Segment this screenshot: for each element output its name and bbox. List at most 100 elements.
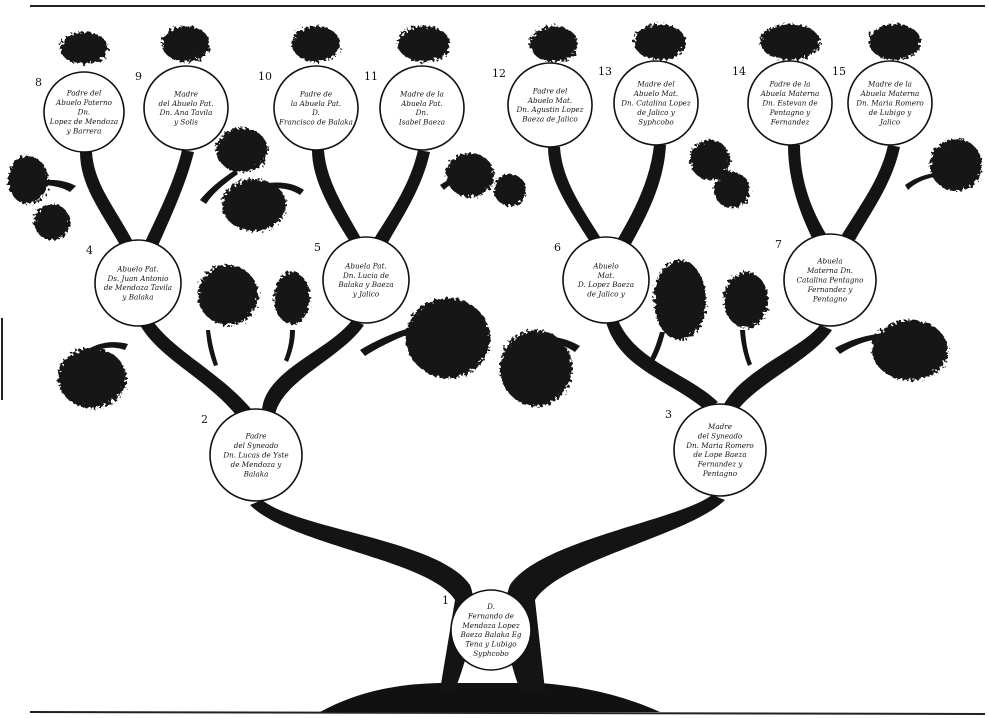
node-text-line: Dn. Ana Tavila <box>159 108 213 117</box>
node-circle <box>847 60 933 146</box>
node-text-line: del Syneado <box>698 431 743 440</box>
node-text-line: Abuela Pat. <box>344 261 387 270</box>
node-number: 4 <box>86 244 93 257</box>
node-text-line: Abuelo Mat. <box>633 89 678 98</box>
node-text-line: Abuela Materna <box>760 89 820 98</box>
page-border-lines <box>1 5 986 715</box>
branch-14 <box>840 145 900 242</box>
branch-20 <box>360 325 421 356</box>
branch-4 <box>262 320 364 415</box>
foliage-tuft-5 <box>530 26 578 62</box>
node-text-line: D. <box>311 108 320 117</box>
foliage-tuft-15 <box>690 140 730 180</box>
node-circle <box>322 236 410 324</box>
node-text-line: de Mendoza y <box>231 460 283 469</box>
branch-3 <box>140 320 252 420</box>
node-text-line: Padre del <box>532 86 568 95</box>
foliage-tuft-8 <box>869 24 921 60</box>
node-number: 8 <box>35 76 42 89</box>
node-text-line: Madre <box>707 422 732 431</box>
node-text-line: Fernandez <box>770 117 810 126</box>
node-text-line: Ds. Juan Antonio <box>106 274 169 283</box>
node-text-line: Abuelo <box>592 261 619 270</box>
node-number: 10 <box>258 70 272 83</box>
node-text-line: Madre <box>173 89 198 98</box>
node-text-line: Dn. Maria Romero <box>855 99 924 108</box>
node-number: 14 <box>732 65 746 78</box>
node-text-line: de Jalico y <box>637 108 676 117</box>
node-circle <box>673 403 767 497</box>
node-circle <box>273 65 359 151</box>
foliage-tuft-18 <box>198 265 258 325</box>
foliage-tuft-22 <box>654 260 706 340</box>
node-text-line: Pentagno <box>812 294 848 303</box>
foliage-tuft-12 <box>222 179 286 231</box>
node-text-line: Dn. Lucia de <box>342 271 389 280</box>
foliage-tuft-19 <box>274 272 310 324</box>
node-text-line: Baeza de Jalico <box>521 115 578 124</box>
node-text-line: Materna Dn. <box>806 266 853 275</box>
node-circle <box>43 71 125 153</box>
foliage-tuft-7 <box>760 24 820 60</box>
node-text-line: Dn. Agustin Lopez <box>516 105 584 114</box>
node-circle <box>450 589 532 671</box>
node-text-line: D. <box>486 602 495 611</box>
node-text-line: Abuelo Mat. <box>527 96 572 105</box>
node-text-line: Mendoza Lopez <box>461 621 519 630</box>
node-text-line: Pentagno y <box>769 108 811 117</box>
node-circle <box>94 239 182 327</box>
foliage-tuft-23 <box>724 272 768 328</box>
node-number: 7 <box>775 238 782 251</box>
node-text-line: y Barrera <box>66 126 102 135</box>
node-text-line: Balaka y Baeza <box>337 280 393 289</box>
node-circle <box>209 408 303 502</box>
foliage-tuft-17 <box>930 139 982 191</box>
node-text-line: D. Lopez Baeza <box>577 280 634 289</box>
node-number: 11 <box>364 70 378 83</box>
node-text-line: Dn. <box>77 108 91 117</box>
node-text-line: Abuela Materna <box>860 89 920 98</box>
node-text-line: Abuelo Pat. <box>116 264 159 273</box>
node-text-line: Abuela Pat. <box>400 99 443 108</box>
tree-branches <box>30 145 940 690</box>
branch-27 <box>648 332 665 365</box>
node-text-line: Fernandez y <box>697 460 744 469</box>
node-text-line: Jalico <box>878 117 901 126</box>
foliage-tuft-11 <box>216 128 268 172</box>
node-text-line: Padre de la <box>768 80 810 89</box>
branch-11 <box>548 147 602 242</box>
foliage-tuft-24 <box>58 348 126 408</box>
branch-23 <box>905 172 940 190</box>
node-number: 5 <box>314 241 321 254</box>
branch-17 <box>200 170 238 204</box>
node-text-line: Catalina Pentagno <box>797 276 865 285</box>
foliage-tuft-14 <box>494 174 526 206</box>
branch-12 <box>616 145 666 246</box>
foliage-tuft-2 <box>162 26 210 62</box>
foliage-tuft-13 <box>446 153 494 197</box>
node-text-line: Padre <box>244 432 266 441</box>
node-circle <box>562 236 650 324</box>
node-number: 13 <box>598 65 612 78</box>
node-text-line: Abuelo Paterno <box>55 98 113 107</box>
node-number: 12 <box>492 67 506 80</box>
branch-5 <box>606 320 718 410</box>
node-text-line: Dn. Estevan de <box>761 99 817 108</box>
branch-15 <box>78 342 128 360</box>
node-circle <box>747 60 833 146</box>
foliage-tufts <box>8 24 982 408</box>
node-text-line: la Abuela Pat. <box>291 99 341 108</box>
node-text-line: Mat. <box>597 271 615 280</box>
node-text-line: Dn. <box>415 108 429 117</box>
node-text-line: Madre de la <box>399 89 444 98</box>
branch-25 <box>206 330 218 366</box>
